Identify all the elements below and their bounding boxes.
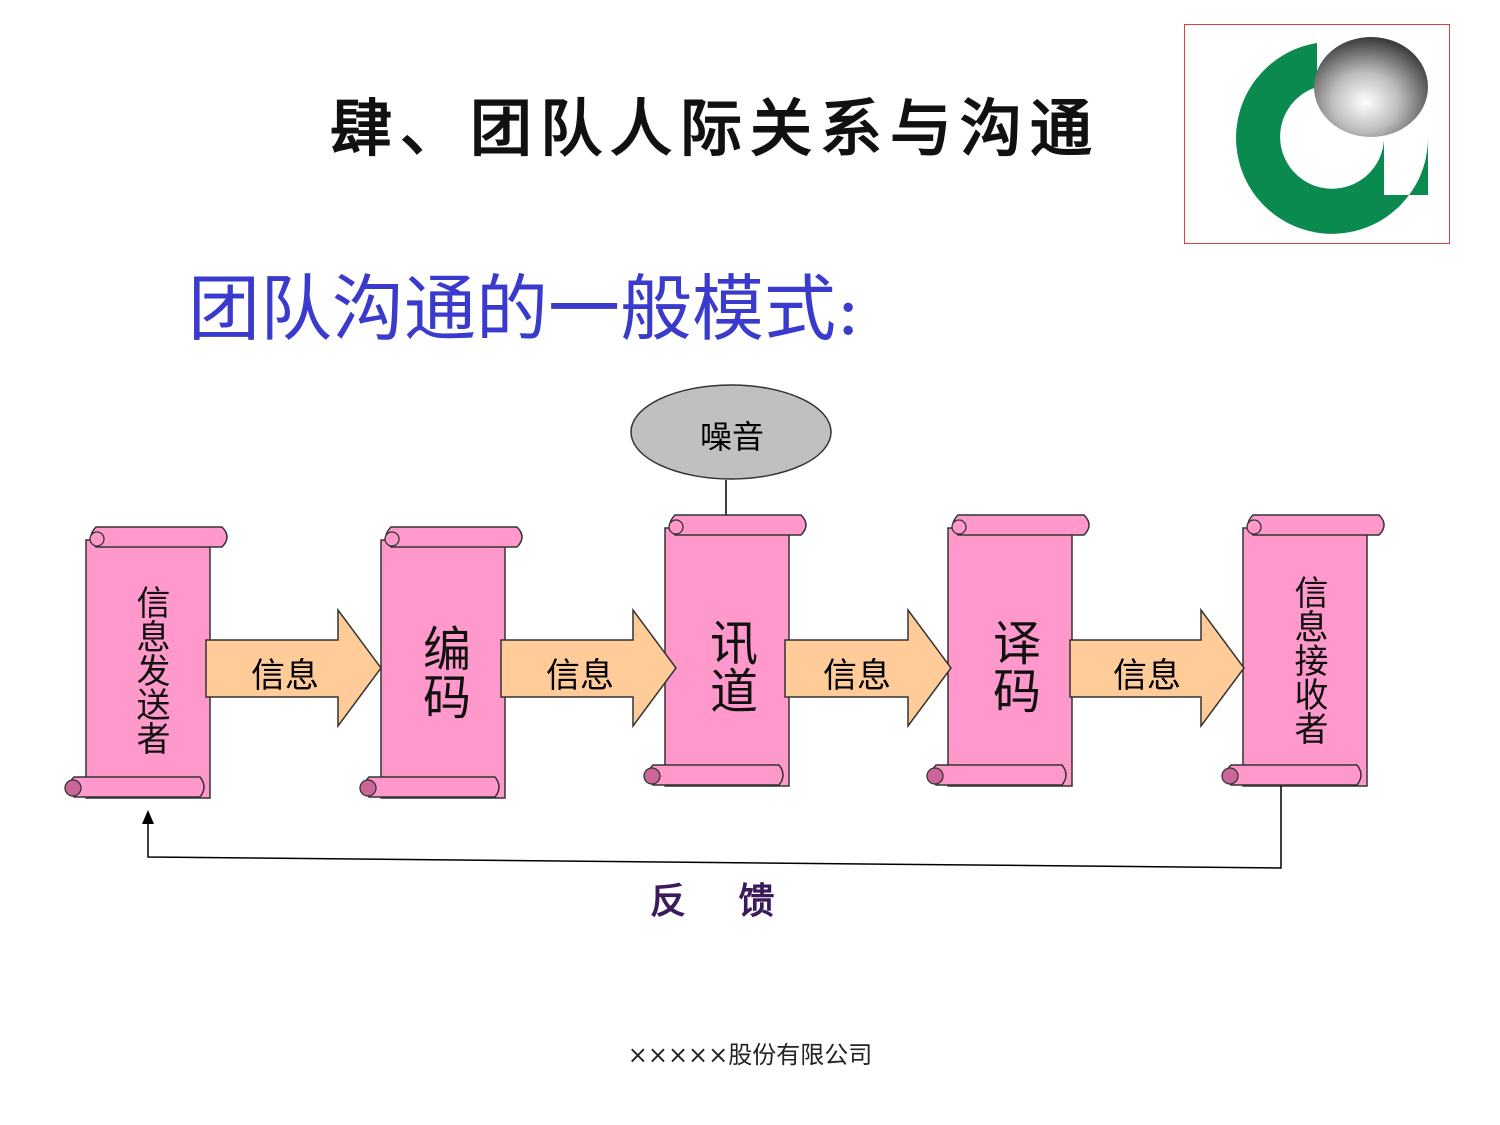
scroll-receiver [1221,514,1385,787]
feedback-label: 反 馈 [650,880,795,922]
scroll-decode [926,514,1090,787]
arrow-3 [784,607,952,729]
company-logo-icon [1236,37,1428,234]
section-subtitle: 团队沟通的一般模式: [188,267,861,351]
feedback-line [147,786,1282,869]
scroll-encode [359,526,523,799]
node-channel-label: 讯道 [701,618,757,714]
company-logo [1184,24,1450,244]
node-encode-label: 编码 [414,624,470,720]
footer-company: ×××××股份有限公司 [627,1041,873,1069]
scroll-sender [64,526,228,799]
arrow-2 [500,607,677,729]
node-sender-label: 信息发送者 [130,585,170,755]
node-receiver-label: 信息接收者 [1288,575,1328,745]
feedback-arrow-head [142,810,154,824]
page-title: 肆、团队人际关系与沟通 [330,92,1101,165]
arrow-1 [205,607,382,729]
arrow-4-label: 信息 [1113,656,1181,696]
noise-ellipse [630,384,832,480]
node-decode-label: 译码 [984,618,1040,714]
arrow-3-label: 信息 [823,656,891,696]
arrow-2-label: 信息 [546,656,614,696]
noise-label: 噪音 [699,418,764,456]
arrow-1-label: 信息 [251,656,319,696]
scroll-channel [643,514,807,787]
arrow-4 [1069,607,1245,729]
